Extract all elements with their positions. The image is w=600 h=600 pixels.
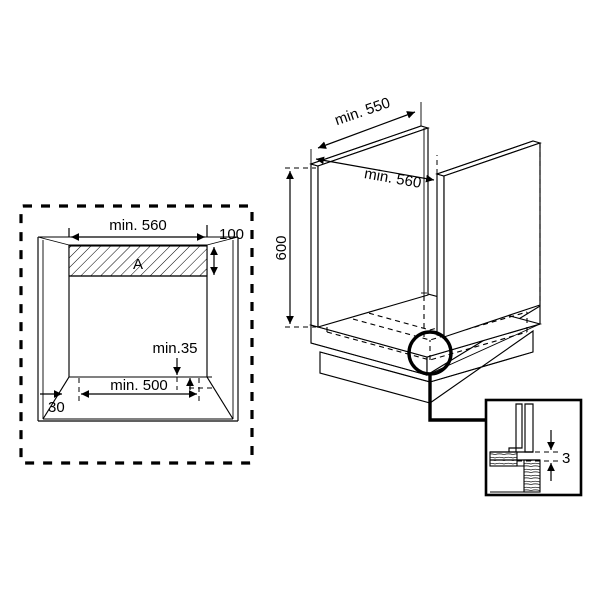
front-view-dim-top-width: min. 560: [68, 217, 208, 241]
iso-dim-height-label: 600: [273, 235, 290, 260]
front-view-panel-a-label: A: [133, 256, 143, 273]
iso-right-side-panel: [435, 140, 542, 338]
front-view-dim-side-offset: 30: [40, 390, 65, 416]
front-view-dim-side-offset-label: 30: [48, 399, 65, 416]
detail-dim-gap-label: 3: [562, 450, 570, 467]
front-view-inner-cavity: [37, 236, 239, 420]
front-view-dim-top-width-label: min. 560: [109, 217, 167, 234]
front-cutaway-view: A min. 560 100: [19, 204, 254, 465]
front-view-dim-min35: min.35: [152, 340, 198, 390]
detail-box-contents: [489, 403, 560, 493]
detail-box-frame: [484, 398, 583, 497]
front-view-dim-bottom-width-label: min. 500: [110, 377, 168, 394]
front-view-panel-a: A: [68, 245, 208, 277]
front-view-dim-bottom-width: min. 500: [78, 377, 200, 402]
detail-callout-leader: [428, 374, 487, 422]
front-view-dim-min35-label: min.35: [152, 340, 197, 357]
detail-dim-gap: 3: [547, 430, 570, 481]
front-view-dim-panel-height: 100: [210, 226, 244, 275]
front-view-dim-panel-height-label: 100: [219, 226, 244, 243]
front-view-outer-dashed-boundary: [19, 204, 254, 465]
isometric-cabinet-view: 600 min. 550 min. 560: [273, 94, 543, 405]
detail-callout-section: 3: [407, 330, 583, 497]
iso-dim-height: 600: [273, 167, 316, 328]
front-view-min35-refs: [176, 376, 215, 390]
iso-left-side-panel: [309, 125, 430, 328]
